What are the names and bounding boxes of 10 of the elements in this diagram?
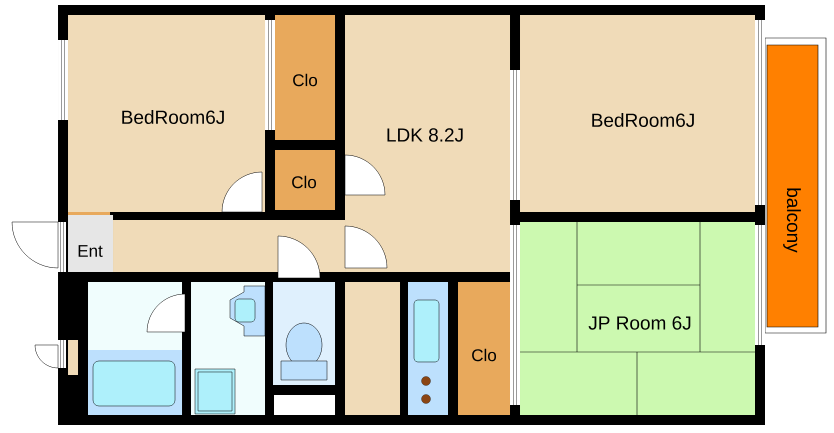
balcony: balcony xyxy=(766,44,818,328)
closet: Clo xyxy=(275,150,335,210)
closet: Clo xyxy=(458,282,510,415)
room: BedRoom6J xyxy=(68,15,265,212)
closet: Clo xyxy=(275,15,335,140)
room: LDK 8.2J xyxy=(345,15,510,272)
entrance: Ent xyxy=(68,215,113,272)
tatami-room: JP Room 6J xyxy=(520,222,756,416)
room: BedRoom6J xyxy=(520,15,755,212)
kitchen xyxy=(345,282,400,415)
